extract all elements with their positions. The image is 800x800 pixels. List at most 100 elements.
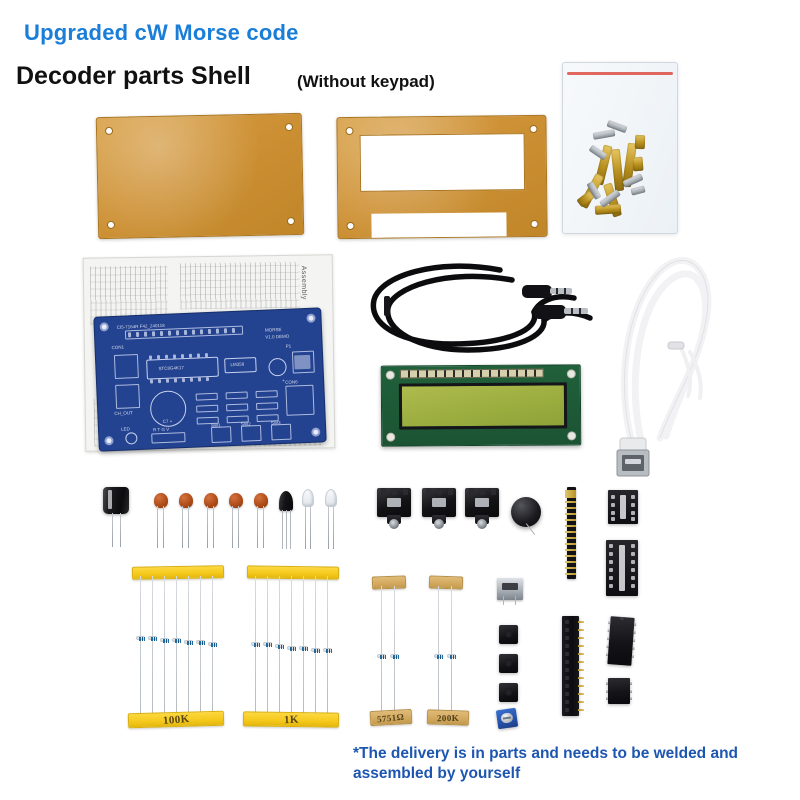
resistor-body bbox=[136, 636, 146, 641]
trimmer-potentiometer bbox=[495, 707, 519, 730]
resistor-tape-top bbox=[371, 575, 407, 590]
resistor-body bbox=[251, 642, 261, 647]
socket-slot bbox=[620, 495, 626, 519]
resistor-lead bbox=[152, 576, 154, 724]
ic-pin bbox=[632, 638, 636, 642]
usb-port-opening bbox=[501, 583, 519, 590]
header-socket-hole bbox=[565, 708, 569, 712]
jack-socket-ring bbox=[389, 519, 399, 529]
header-pin bbox=[565, 531, 576, 533]
component-lead bbox=[282, 510, 284, 549]
ic-pin bbox=[631, 654, 635, 658]
socket-contact bbox=[631, 511, 635, 515]
resistor-tape-top bbox=[428, 575, 464, 590]
header-pin bbox=[565, 537, 576, 539]
ic-orientation-notch bbox=[619, 616, 625, 621]
lcd-mount-hole bbox=[386, 432, 396, 442]
resistor-tape-top bbox=[246, 565, 340, 580]
header-pin bbox=[565, 501, 576, 503]
component-lead bbox=[112, 513, 114, 547]
header-pin bbox=[565, 567, 576, 569]
resistor-body bbox=[160, 638, 170, 643]
header-pin bbox=[578, 661, 584, 663]
component-lead bbox=[305, 506, 307, 549]
header-pin bbox=[578, 693, 584, 695]
resistor-pack: 5751Ω bbox=[369, 575, 416, 728]
audio-plug bbox=[534, 305, 588, 319]
led-body bbox=[302, 489, 314, 507]
led bbox=[300, 489, 316, 549]
header-socket-hole bbox=[565, 660, 569, 664]
component-lead bbox=[238, 506, 240, 548]
component-lead bbox=[257, 506, 259, 548]
resistor-lead bbox=[451, 586, 453, 720]
header-pin bbox=[578, 677, 584, 679]
lcd1602-module bbox=[380, 364, 582, 447]
transistor-to92 bbox=[277, 491, 295, 549]
socket-contact bbox=[609, 560, 613, 564]
resistor-body bbox=[287, 646, 297, 651]
ic-pin bbox=[607, 637, 610, 641]
resistor-body bbox=[196, 640, 206, 645]
ic-pin bbox=[632, 646, 635, 650]
resistor-body bbox=[390, 654, 400, 659]
lcd-screen bbox=[398, 382, 568, 430]
dip-ic-16pin bbox=[605, 616, 637, 666]
resistor-body bbox=[434, 654, 444, 659]
switch-button bbox=[504, 629, 513, 638]
ic-pin bbox=[606, 697, 608, 700]
header-pin bbox=[578, 669, 584, 671]
component-lead bbox=[310, 506, 312, 549]
ceramic-capacitor bbox=[202, 493, 220, 548]
component-lead bbox=[328, 506, 330, 549]
resistor-lead bbox=[188, 576, 190, 724]
socket-contact bbox=[631, 584, 635, 588]
header-pin bbox=[565, 555, 576, 557]
ceramic-capacitor bbox=[177, 493, 195, 548]
resistor-value-label: 5751Ω bbox=[376, 711, 406, 724]
switch-button bbox=[504, 658, 513, 667]
header-socket-hole bbox=[565, 676, 569, 680]
header-body bbox=[567, 487, 576, 579]
socket-contact bbox=[611, 503, 615, 507]
header-socket-hole bbox=[565, 652, 569, 656]
socket-contact bbox=[609, 584, 613, 588]
component-lead bbox=[503, 596, 505, 605]
audio-jack bbox=[463, 488, 505, 530]
jack-socket-ring bbox=[477, 519, 487, 529]
header-pin bbox=[565, 513, 576, 515]
component-lead bbox=[290, 510, 292, 549]
jack-prong bbox=[437, 488, 442, 495]
hardware-bag bbox=[562, 62, 678, 234]
buzzer-vent-hole bbox=[524, 501, 528, 505]
resistor-body bbox=[263, 642, 273, 647]
header-pin bbox=[578, 701, 584, 703]
led-body bbox=[325, 489, 337, 507]
resistor-tape-top bbox=[131, 565, 225, 580]
header-pin bbox=[565, 490, 576, 498]
component-lead bbox=[213, 506, 215, 548]
header-socket-hole bbox=[565, 668, 569, 672]
page-title-note: (Without keypad) bbox=[297, 72, 435, 91]
led bbox=[323, 489, 339, 549]
resistor-body bbox=[377, 654, 387, 659]
header-pin bbox=[565, 573, 576, 575]
header-pin bbox=[565, 561, 576, 563]
capacitor-body bbox=[204, 493, 218, 508]
socket-contact bbox=[631, 568, 635, 572]
socket-slot bbox=[619, 545, 625, 591]
resistor-lead bbox=[394, 586, 396, 720]
ic-pin bbox=[607, 629, 610, 633]
resistor-body bbox=[172, 638, 182, 643]
ic-socket-8pin bbox=[608, 490, 638, 524]
jack-prong bbox=[426, 488, 431, 495]
socket-contact bbox=[609, 576, 613, 580]
resistor-body bbox=[311, 648, 321, 653]
header-socket-hole bbox=[565, 644, 569, 648]
component-lead bbox=[157, 506, 159, 548]
header-pin bbox=[565, 543, 576, 545]
resistor-lead bbox=[438, 586, 440, 720]
ic-socket-16pin bbox=[606, 540, 638, 596]
resistor-lead bbox=[291, 576, 293, 724]
resistor-lead bbox=[140, 576, 142, 724]
